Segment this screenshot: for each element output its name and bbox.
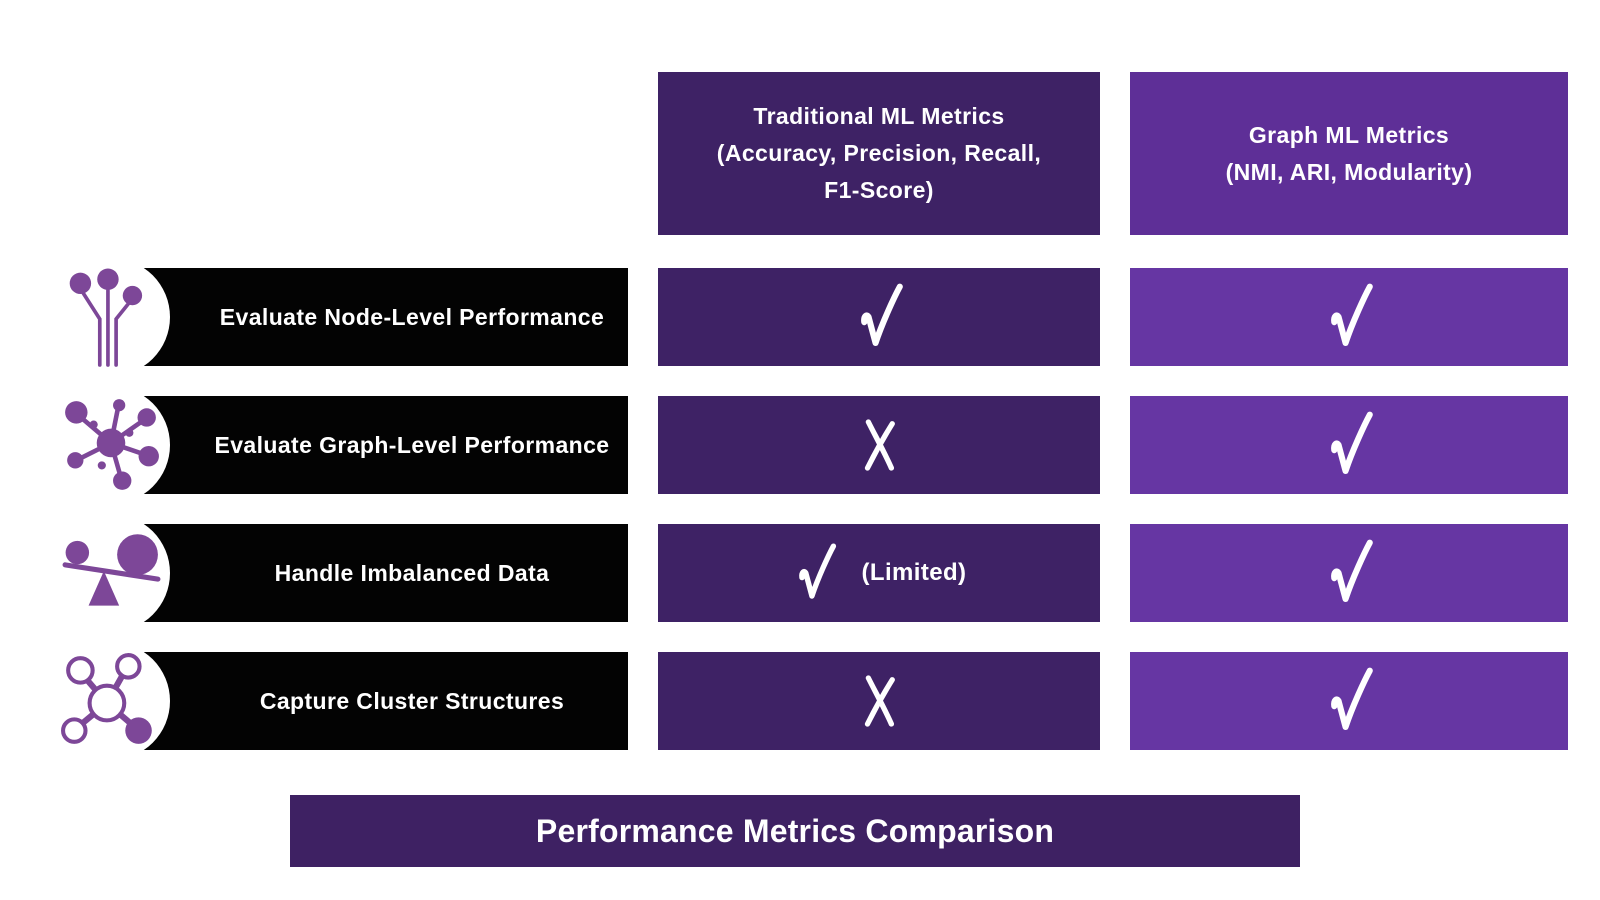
row-label-bar: Evaluate Node-Level Performance bbox=[100, 268, 628, 366]
cell-graph bbox=[1130, 396, 1568, 494]
column-header-traditional-label: Traditional ML Metrics (Accuracy, Precis… bbox=[716, 103, 1042, 203]
row-label: Handle Imbalanced Data bbox=[274, 559, 550, 586]
row-icon-circle bbox=[52, 386, 170, 504]
row-label: Evaluate Graph-Level Performance bbox=[214, 431, 610, 458]
cell-graph bbox=[1130, 268, 1568, 366]
row-icon-circle bbox=[52, 642, 170, 760]
check-icon bbox=[1331, 411, 1373, 475]
check-icon bbox=[798, 543, 836, 599]
row-icon-circle bbox=[52, 514, 170, 632]
cross-icon bbox=[864, 675, 895, 727]
footer-title-bar: Performance Metrics Comparison bbox=[290, 795, 1300, 867]
cell-traditional bbox=[658, 268, 1100, 366]
check-icon bbox=[861, 283, 903, 347]
table-row: Evaluate Graph-Level Performance bbox=[0, 386, 1600, 504]
row-label: Evaluate Node-Level Performance bbox=[219, 303, 605, 330]
page-title: Performance Metrics Comparison bbox=[535, 812, 1055, 849]
cell-note: (Limited) bbox=[861, 559, 967, 586]
cell-graph bbox=[1130, 524, 1568, 622]
check-icon bbox=[1331, 283, 1373, 347]
cell-traditional bbox=[658, 652, 1100, 750]
row-label: Capture Cluster Structures bbox=[259, 687, 565, 714]
table-row: Evaluate Node-Level Performance bbox=[0, 258, 1600, 376]
check-icon bbox=[1331, 667, 1373, 731]
network-hub-icon bbox=[65, 399, 159, 490]
table-row: Capture Cluster Structures bbox=[0, 642, 1600, 760]
row-label-bar: Capture Cluster Structures bbox=[100, 652, 628, 750]
check-icon bbox=[1331, 539, 1373, 603]
balance-scale-icon bbox=[62, 534, 161, 606]
cross-icon bbox=[864, 419, 895, 471]
cluster-nodes-icon bbox=[61, 653, 152, 744]
node-branch-icon bbox=[69, 268, 143, 367]
column-header-graph-label: Graph ML Metrics (NMI, ARI, Modularity) bbox=[1225, 121, 1473, 185]
cell-traditional bbox=[658, 396, 1100, 494]
row-label-bar: Handle Imbalanced Data bbox=[100, 524, 628, 622]
row-label-bar: Evaluate Graph-Level Performance bbox=[100, 396, 628, 494]
cell-traditional: (Limited) bbox=[658, 524, 1100, 622]
cell-graph bbox=[1130, 652, 1568, 750]
column-header-graph: Graph ML Metrics (NMI, ARI, Modularity) bbox=[1130, 72, 1568, 235]
row-icon-circle bbox=[52, 258, 170, 376]
column-header-traditional: Traditional ML Metrics (Accuracy, Precis… bbox=[658, 72, 1100, 235]
table-row: Handle Imbalanced Data (Limited) bbox=[0, 514, 1600, 632]
